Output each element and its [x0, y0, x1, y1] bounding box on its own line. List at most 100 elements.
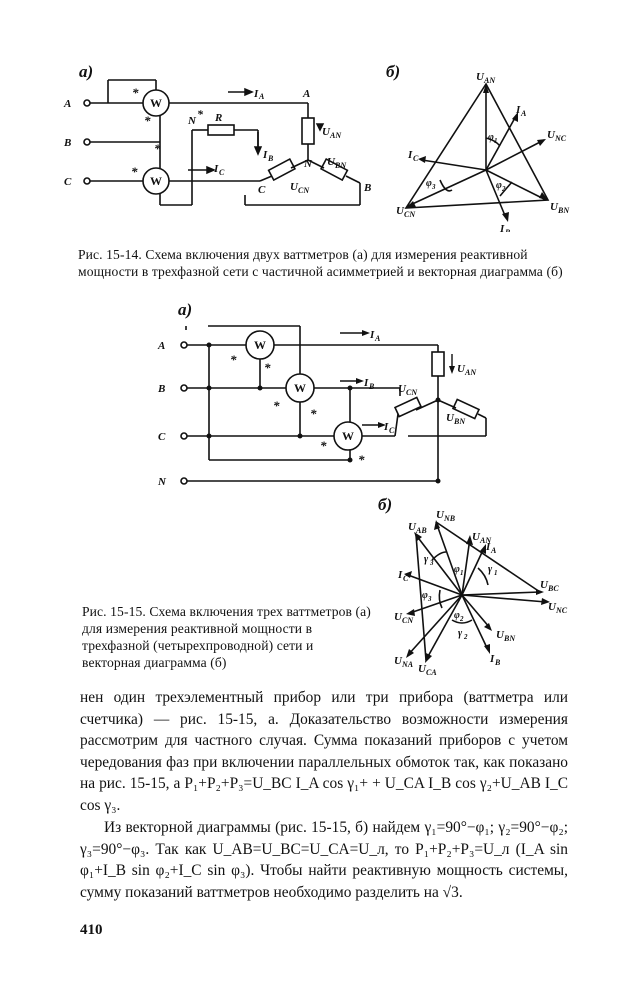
svg-text:BN: BN [453, 417, 466, 426]
svg-text:A: A [258, 92, 265, 101]
svg-text:A: A [520, 109, 527, 118]
svg-text:C: C [258, 184, 266, 196]
svg-text:γ: γ [458, 628, 463, 639]
svg-text:B: B [63, 137, 71, 149]
svg-text:CA: CA [426, 668, 437, 677]
svg-text:AN: AN [329, 131, 342, 140]
svg-text:I: I [407, 149, 413, 161]
svg-text:φ: φ [488, 132, 494, 143]
svg-text:A: A [157, 340, 165, 352]
svg-text:NC: NC [554, 134, 567, 143]
svg-text:*: * [197, 107, 204, 121]
svg-text:U: U [408, 521, 417, 533]
terminal-a [83, 99, 91, 107]
svg-text:3: 3 [429, 559, 434, 567]
paragraph-2: Из векторной диаграммы (рис. 15-15, б) н… [80, 819, 568, 901]
svg-text:I: I [213, 163, 219, 175]
svg-text:CN: CN [402, 616, 414, 625]
svg-text:*: * [144, 113, 151, 128]
svg-text:BN: BN [557, 206, 570, 215]
svg-text:NB: NB [443, 514, 456, 523]
svg-text:B: B [494, 658, 501, 667]
svg-text:AN: AN [479, 536, 492, 545]
svg-text:I: I [262, 149, 268, 161]
svg-text:N: N [303, 158, 313, 170]
svg-text:C: C [64, 176, 72, 188]
svg-text:C: C [158, 431, 166, 443]
svg-text:U: U [394, 655, 403, 667]
svg-text:BN: BN [503, 634, 516, 643]
fig1-caption: Рис. 15-14. Схема включения двух ваттмет… [78, 247, 563, 279]
svg-text:NA: NA [401, 660, 414, 669]
svg-text:I: I [383, 421, 389, 433]
svg-text:1: 1 [494, 569, 498, 577]
svg-text:U: U [476, 72, 485, 83]
svg-text:γ: γ [424, 554, 429, 565]
svg-text:W: W [150, 96, 162, 110]
svg-text:U: U [394, 611, 403, 623]
svg-text:A: A [63, 98, 71, 110]
fig2-caption: Рис. 15-15. Схема включения трех ваттмет… [82, 604, 371, 670]
svg-text:W: W [342, 429, 354, 443]
svg-text:I: I [515, 104, 521, 116]
svg-text:*: * [310, 406, 317, 421]
svg-text:γ: γ [488, 564, 493, 575]
svg-text:CN: CN [298, 186, 310, 195]
svg-text:A: A [302, 88, 310, 100]
svg-text:*: * [358, 452, 365, 467]
svg-text:U: U [396, 205, 405, 217]
svg-text:U: U [322, 126, 331, 138]
svg-text:U: U [436, 509, 445, 521]
svg-text:I: I [369, 329, 375, 341]
svg-text:W: W [294, 381, 306, 395]
svg-text:*: * [131, 164, 138, 179]
svg-text:CN: CN [404, 210, 416, 219]
svg-text:B: B [504, 228, 511, 232]
page-number: 410 [80, 922, 103, 938]
svg-text:*: * [264, 360, 271, 375]
svg-text:U: U [540, 579, 549, 591]
svg-text:U: U [398, 383, 407, 395]
svg-text:U: U [548, 601, 557, 613]
svg-text:U: U [550, 201, 559, 213]
svg-text:I: I [485, 541, 491, 553]
svg-text:BC: BC [547, 584, 559, 593]
svg-text:1: 1 [460, 569, 464, 577]
svg-text:I: I [363, 377, 369, 389]
svg-text:N: N [187, 115, 197, 127]
svg-text:2: 2 [463, 633, 468, 641]
svg-text:B: B [267, 154, 274, 163]
wattmeter-2 [142, 167, 170, 195]
svg-text:AN: AN [464, 368, 477, 377]
svg-text:1: 1 [494, 137, 498, 145]
svg-text:U: U [547, 129, 556, 141]
svg-text:AB: AB [415, 526, 427, 535]
svg-text:A: A [374, 334, 381, 343]
svg-text:φ: φ [426, 178, 432, 189]
svg-text:C: C [219, 168, 225, 177]
fig1-part-b-label: б) [386, 62, 401, 81]
svg-text:W: W [254, 338, 266, 352]
svg-text:φ: φ [454, 610, 460, 621]
terminal-c [83, 177, 91, 185]
svg-text:*: * [230, 352, 237, 367]
svg-text:U: U [457, 363, 466, 375]
svg-text:CN: CN [406, 388, 418, 397]
svg-text:φ: φ [422, 590, 428, 601]
fig2-part-a-label: а) [178, 300, 193, 319]
terminal-b [83, 138, 91, 146]
wattmeter-1 [142, 89, 170, 117]
svg-text:*: * [273, 398, 280, 413]
svg-text:A: A [490, 546, 497, 555]
svg-text:R: R [214, 112, 222, 124]
svg-text:U: U [290, 181, 299, 193]
svg-text:I: I [253, 88, 259, 100]
svg-text:*: * [154, 141, 161, 156]
svg-text:I: I [489, 653, 495, 665]
svg-text:C: C [389, 426, 395, 435]
svg-text:NC: NC [555, 606, 568, 615]
svg-text:B: B [363, 182, 371, 194]
